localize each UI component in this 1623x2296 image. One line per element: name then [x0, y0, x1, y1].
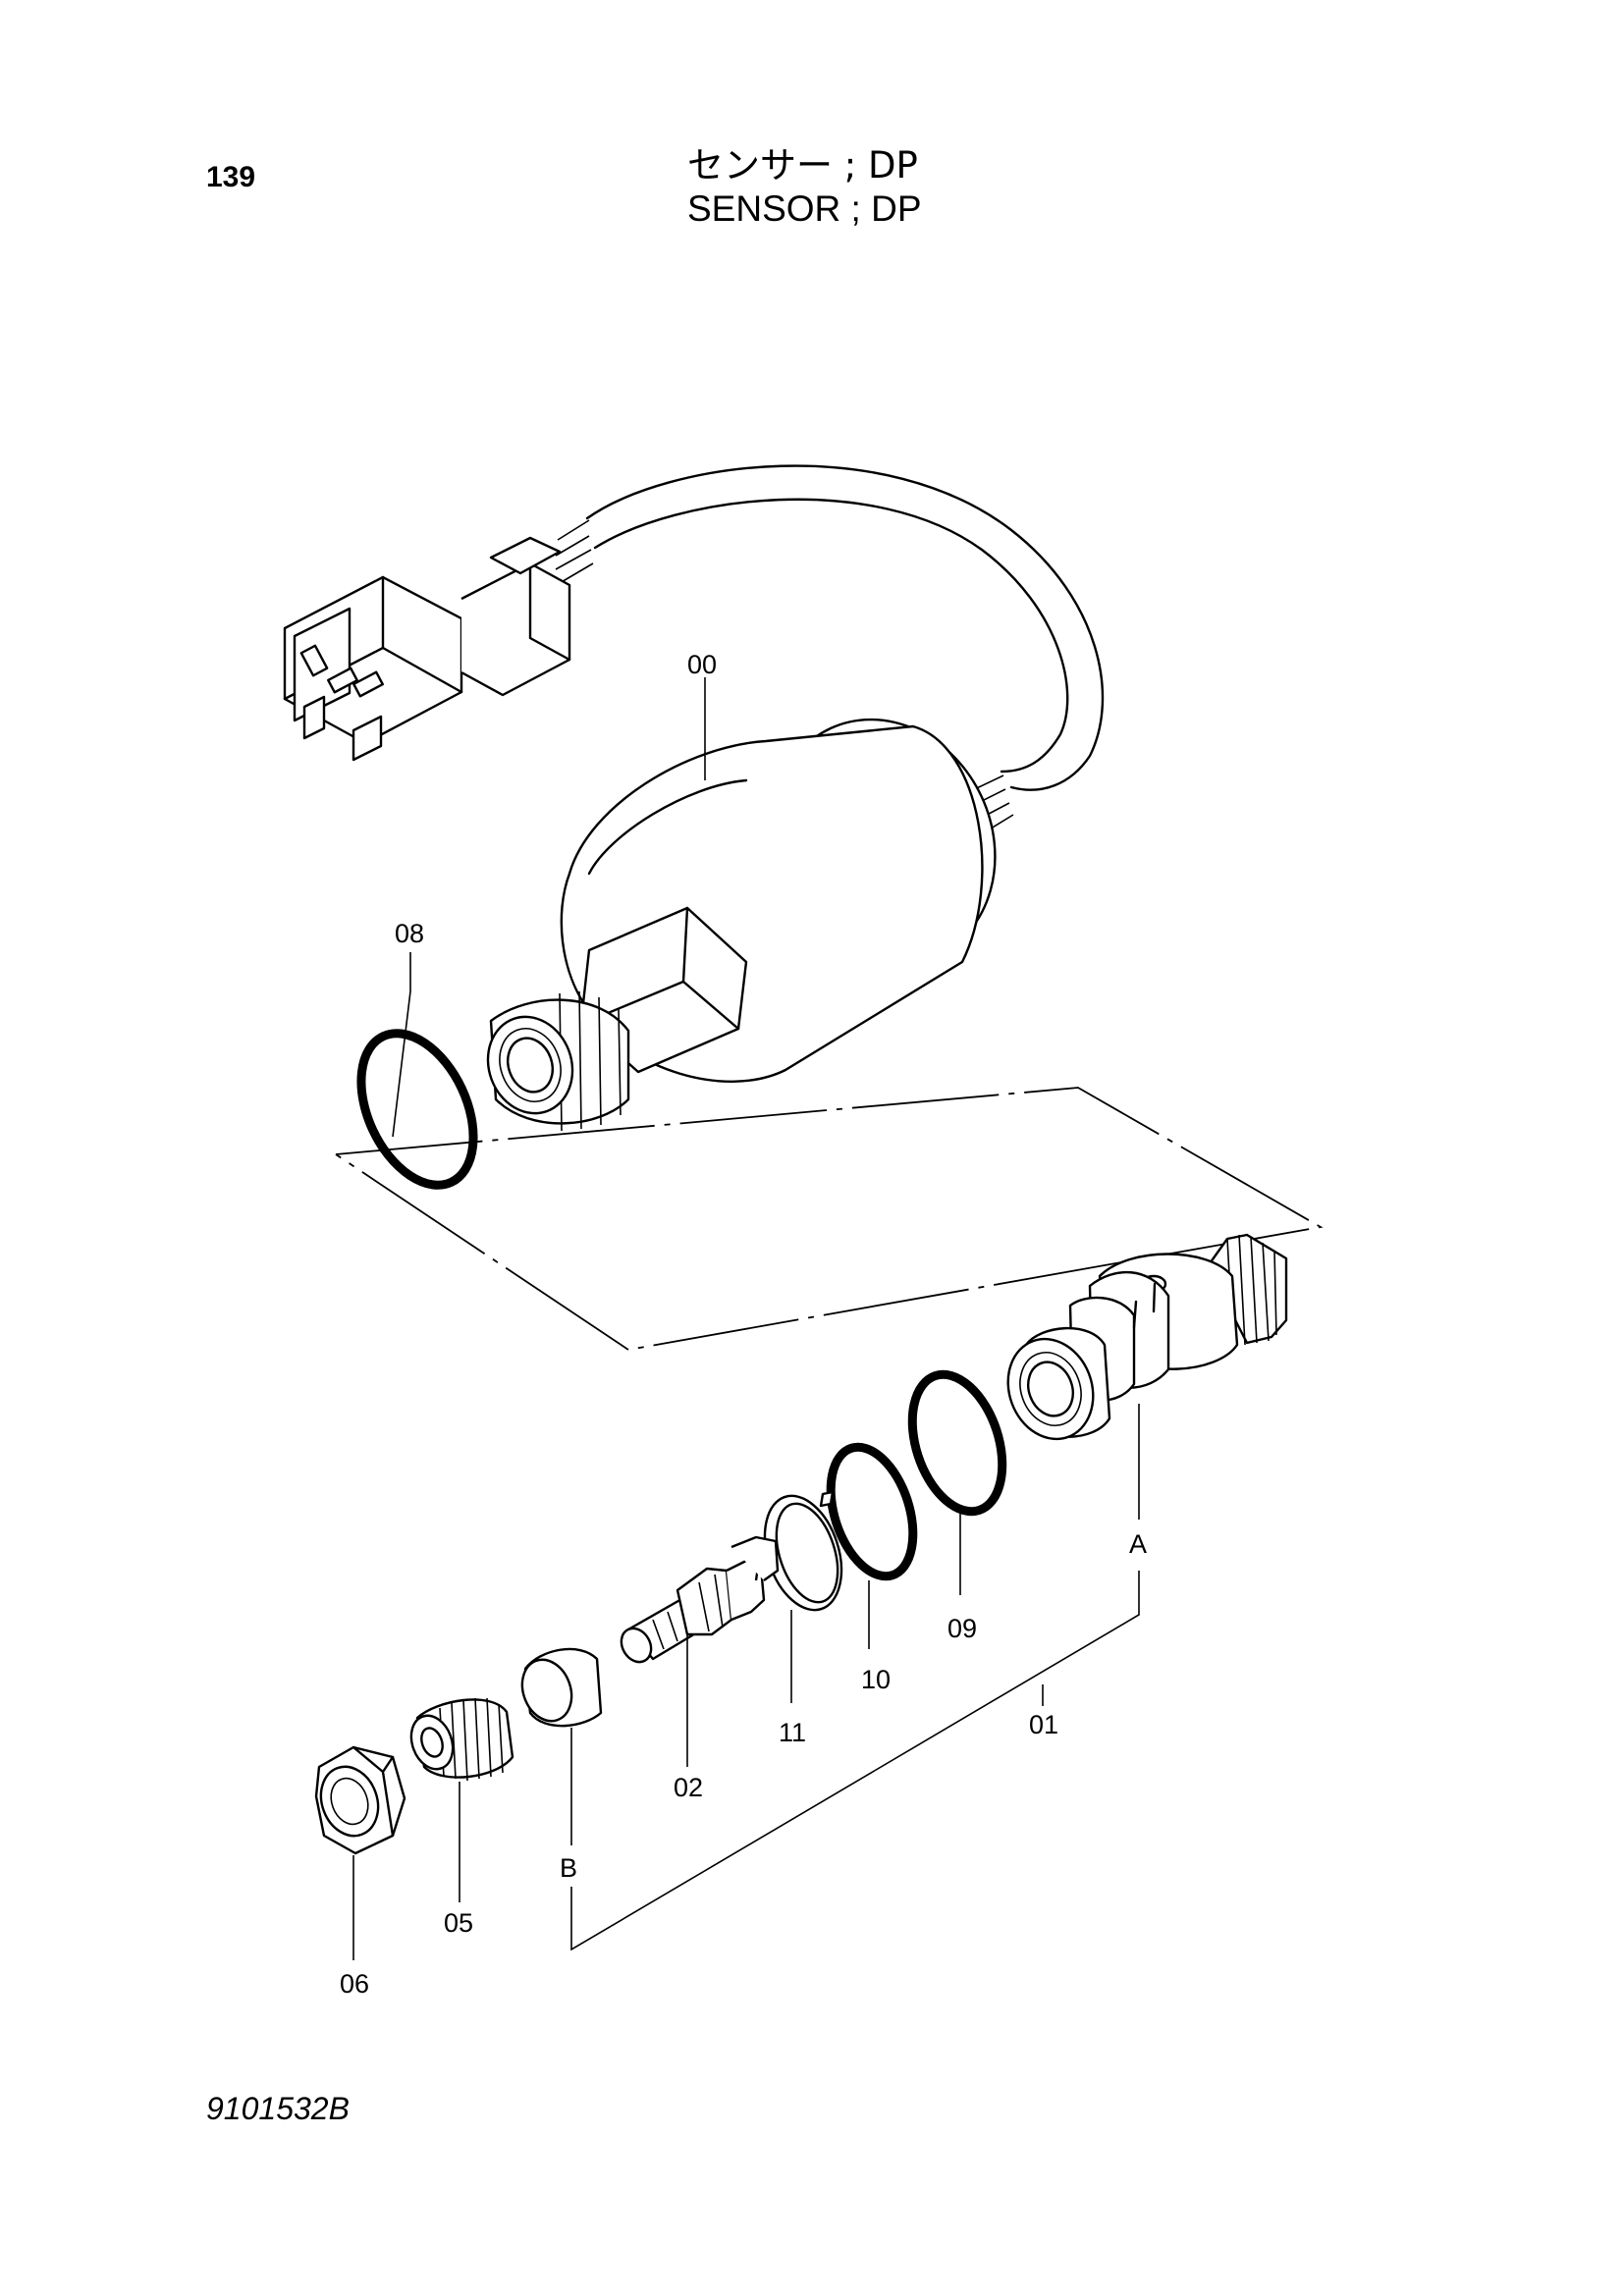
callout-09: 09	[947, 1614, 977, 1643]
callout-02: 02	[674, 1773, 703, 1802]
callout-00: 00	[687, 650, 717, 679]
mounting-boundary-line	[335, 1087, 1324, 1351]
o-ring-10-icon	[826, 1442, 918, 1581]
callout-06: 06	[340, 1969, 369, 1999]
page-number: 139	[206, 161, 256, 193]
page-title-japanese: センサー ; DP	[687, 144, 918, 187]
connector-icon	[283, 536, 571, 762]
callout-01: 01	[1029, 1710, 1058, 1739]
nut-icon	[314, 1745, 406, 1855]
bushing-icon	[520, 1647, 603, 1728]
drawing-number: 9101532B	[206, 2091, 350, 2126]
pressure-sensor-icon	[486, 718, 997, 1132]
callout-A: A	[1129, 1529, 1147, 1559]
callout-08: 08	[395, 919, 424, 948]
callout-11: 11	[779, 1718, 806, 1747]
spring-icon	[409, 1697, 514, 1782]
valve-spool-icon	[620, 1535, 780, 1664]
callout-B: B	[560, 1853, 577, 1883]
callout-05: 05	[444, 1908, 473, 1938]
o-ring-08-icon	[356, 1029, 478, 1190]
fitting-icon	[1006, 1233, 1288, 1441]
o-ring-09-icon	[907, 1369, 1007, 1517]
callout-10: 10	[861, 1665, 891, 1694]
page-title-english: SENSOR ; DP	[687, 188, 922, 229]
leader-lines	[352, 677, 1140, 1960]
sensor-cable-icon	[555, 464, 1105, 837]
